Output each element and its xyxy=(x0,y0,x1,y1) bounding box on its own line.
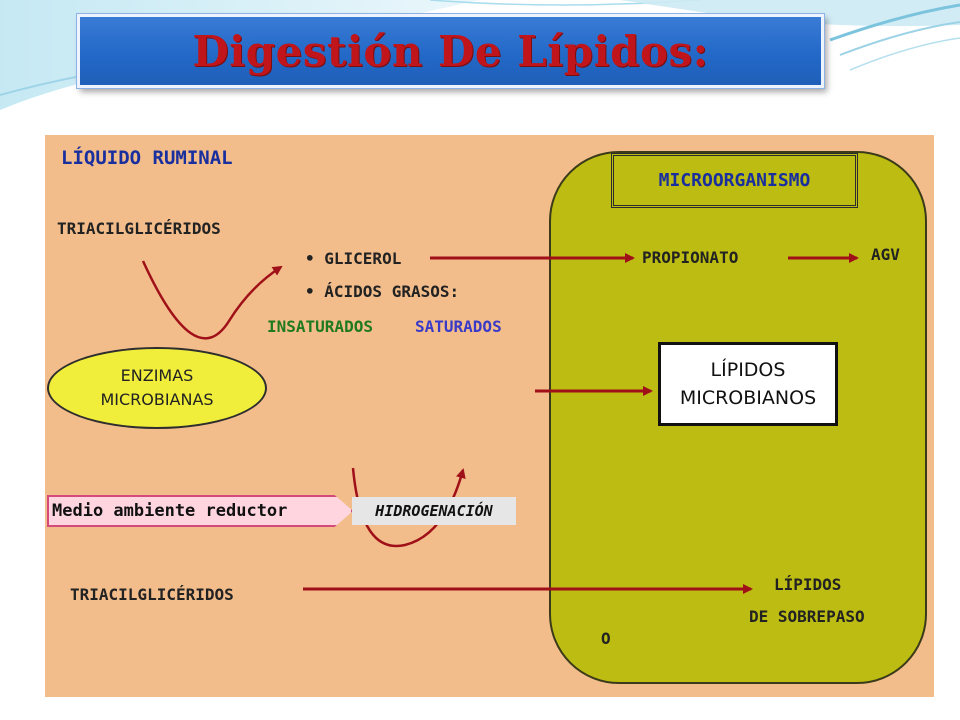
insaturados-label: INSATURADOS xyxy=(267,317,373,336)
triacilgliceridos-bottom-label: TRIACILGLICÉRIDOS xyxy=(70,585,234,604)
triacilgliceridos-top-label: TRIACILGLICÉRIDOS xyxy=(57,219,221,238)
corner-mark: O xyxy=(601,629,611,648)
enzimas-line1: ENZIMAS xyxy=(120,366,194,385)
hidrogenacion-label: HIDROGENACIÓN xyxy=(375,502,493,520)
lipidos-microbianos-line1: LÍPIDOS xyxy=(710,359,786,381)
lipidos-microbianos-box: LÍPIDOS MICROBIANOS xyxy=(658,342,838,426)
liquido-ruminal-label: LÍQUIDO RUMINAL xyxy=(61,147,233,169)
glicerol-label: • GLICEROL xyxy=(305,249,402,268)
enzimas-line2: MICROBIANAS xyxy=(100,390,214,409)
slide-title: Digestión De Lípidos: xyxy=(192,26,709,76)
lipidos-sobrepaso-line1: LÍPIDOS xyxy=(774,575,842,594)
diagram-panel: MICROORGANISMO LÍQUIDO RUMINAL TRIACILGL… xyxy=(45,135,934,697)
acidos-grasos-label: • ÁCIDOS GRASOS: xyxy=(305,282,460,301)
microorganism-label-box: MICROORGANISMO xyxy=(611,153,858,208)
propionato-label: PROPIONATO xyxy=(642,248,739,267)
title-banner: Digestión De Lípidos: xyxy=(77,14,824,88)
enzimas-ellipse: ENZIMAS MICROBIANAS xyxy=(47,347,267,429)
saturados-label: SATURADOS xyxy=(415,317,502,336)
medio-ambiente-arrow-box: Medio ambiente reductor xyxy=(47,495,353,527)
triacylglyceride-curve xyxy=(141,260,283,340)
microorganism-label: MICROORGANISMO xyxy=(658,170,811,191)
medio-ambiente-label: Medio ambiente reductor xyxy=(52,501,288,521)
lipidos-sobrepaso-line2: DE SOBREPASO xyxy=(749,607,865,626)
agv-label: AGV xyxy=(871,245,900,264)
lipidos-microbianos-line2: MICROBIANOS xyxy=(679,387,817,409)
hidrogenacion-box: HIDROGENACIÓN xyxy=(352,497,516,525)
